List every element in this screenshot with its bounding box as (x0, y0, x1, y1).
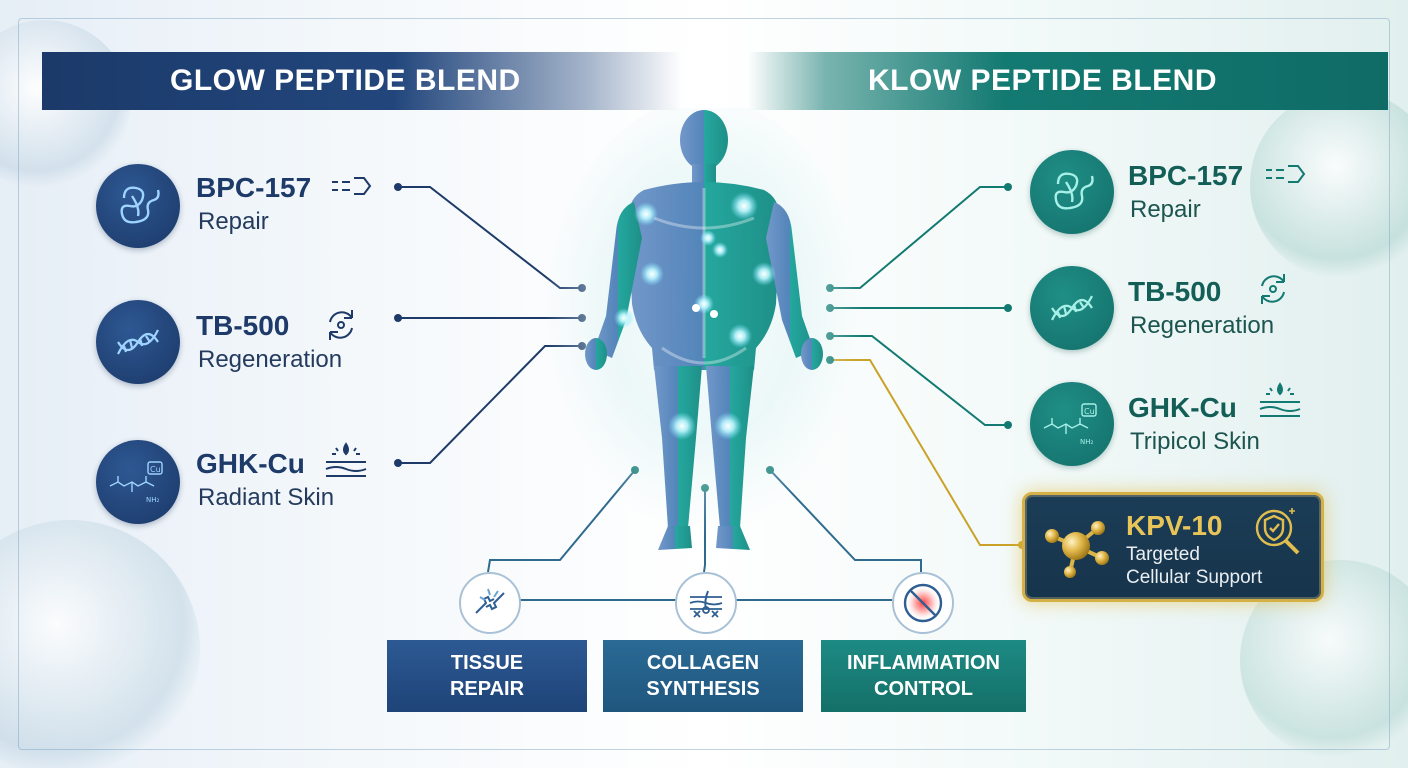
shield-magnifier-icon (1255, 508, 1300, 555)
cu-label: Cu (150, 465, 161, 474)
tb500-right-icon (1030, 266, 1114, 350)
ghkcu-right-benefit: Tripicol Skin (1130, 428, 1260, 455)
tb500-left-icon (96, 300, 180, 384)
tb500-right-name: TB-500 (1128, 276, 1222, 307)
benefit-collagen-line1: COLLAGEN (646, 652, 760, 674)
benefit-inflammation-line1: INFLAMMATION (847, 652, 1000, 674)
nh2-label: NH₂ (1080, 438, 1094, 446)
connector-dot (394, 314, 402, 322)
kpv10-benefit: Targeted Cellular Support (1126, 543, 1262, 589)
double-arrow-icon (332, 177, 372, 195)
connector-dot (1004, 183, 1012, 191)
ghkcu-left-icon: Cu NH₂ (96, 440, 180, 524)
benefit-tissue-line1: TISSUE (450, 652, 524, 674)
benefit-inflammation-control: INFLAMMATION CONTROL (821, 640, 1026, 712)
klow-blend-title: KLOW PEPTIDE BLEND (868, 64, 1218, 97)
benefit-tissue-repair: TISSUE REPAIR (387, 640, 587, 712)
background-cell-decoration (1250, 90, 1408, 280)
tb500-left-benefit: Regeneration (198, 346, 343, 373)
background-cell-decoration (0, 520, 200, 768)
ghkcu-left-name: GHK-Cu (196, 448, 305, 479)
tb500-left-name: TB-500 (196, 310, 290, 341)
gold-molecule-icon (1045, 521, 1109, 578)
human-body-figure (544, 108, 864, 558)
kpv10-name: KPV-10 (1126, 510, 1223, 541)
nh2-label: NH₂ (146, 496, 160, 504)
klow-blend-banner: KLOW PEPTIDE BLEND (748, 52, 1388, 110)
bpc157-left-icon (96, 164, 180, 248)
skin-layers-icon (325, 442, 367, 477)
no-inflammation-icon (892, 572, 954, 634)
cu-label: Cu (1084, 407, 1095, 416)
benefit-collagen-line2: SYNTHESIS (646, 678, 760, 700)
benefit-collagen-synthesis: COLLAGEN SYNTHESIS (603, 640, 803, 712)
connector-dot (1004, 421, 1012, 429)
kpv10-benefit-line1: Targeted (1126, 544, 1200, 565)
refresh-cycle-icon (1261, 274, 1285, 304)
bpc157-right-name: BPC-157 (1128, 160, 1244, 191)
connector-dot (394, 459, 402, 467)
ghkcu-left-benefit: Radiant Skin (198, 484, 335, 511)
bpc157-right-icon (1030, 150, 1114, 234)
glow-blend-title: GLOW PEPTIDE BLEND (170, 64, 521, 97)
bpc157-left-benefit: Repair (198, 208, 269, 235)
benefit-tissue-line2: REPAIR (449, 678, 525, 700)
benefit-inflammation-line2: CONTROL (874, 678, 973, 700)
connector-dot (1004, 304, 1012, 312)
tb500-right-benefit: Regeneration (1130, 312, 1275, 339)
glow-blend-banner: GLOW PEPTIDE BLEND (42, 52, 682, 110)
double-arrow-icon (1266, 165, 1306, 183)
kpv10-benefit-line2: Cellular Support (1126, 567, 1263, 588)
connector-dot (394, 183, 402, 191)
skin-layers-icon (1259, 382, 1301, 417)
ghkcu-right-name: GHK-Cu (1128, 392, 1237, 423)
skin-follicle-icon (675, 572, 737, 634)
refresh-cycle-icon (329, 310, 353, 340)
bpc157-right-benefit: Repair (1130, 196, 1201, 223)
ghkcu-right-icon: Cu NH₂ (1030, 382, 1114, 466)
bpc157-left-name: BPC-157 (196, 172, 312, 203)
broken-bone-icon (459, 572, 521, 634)
